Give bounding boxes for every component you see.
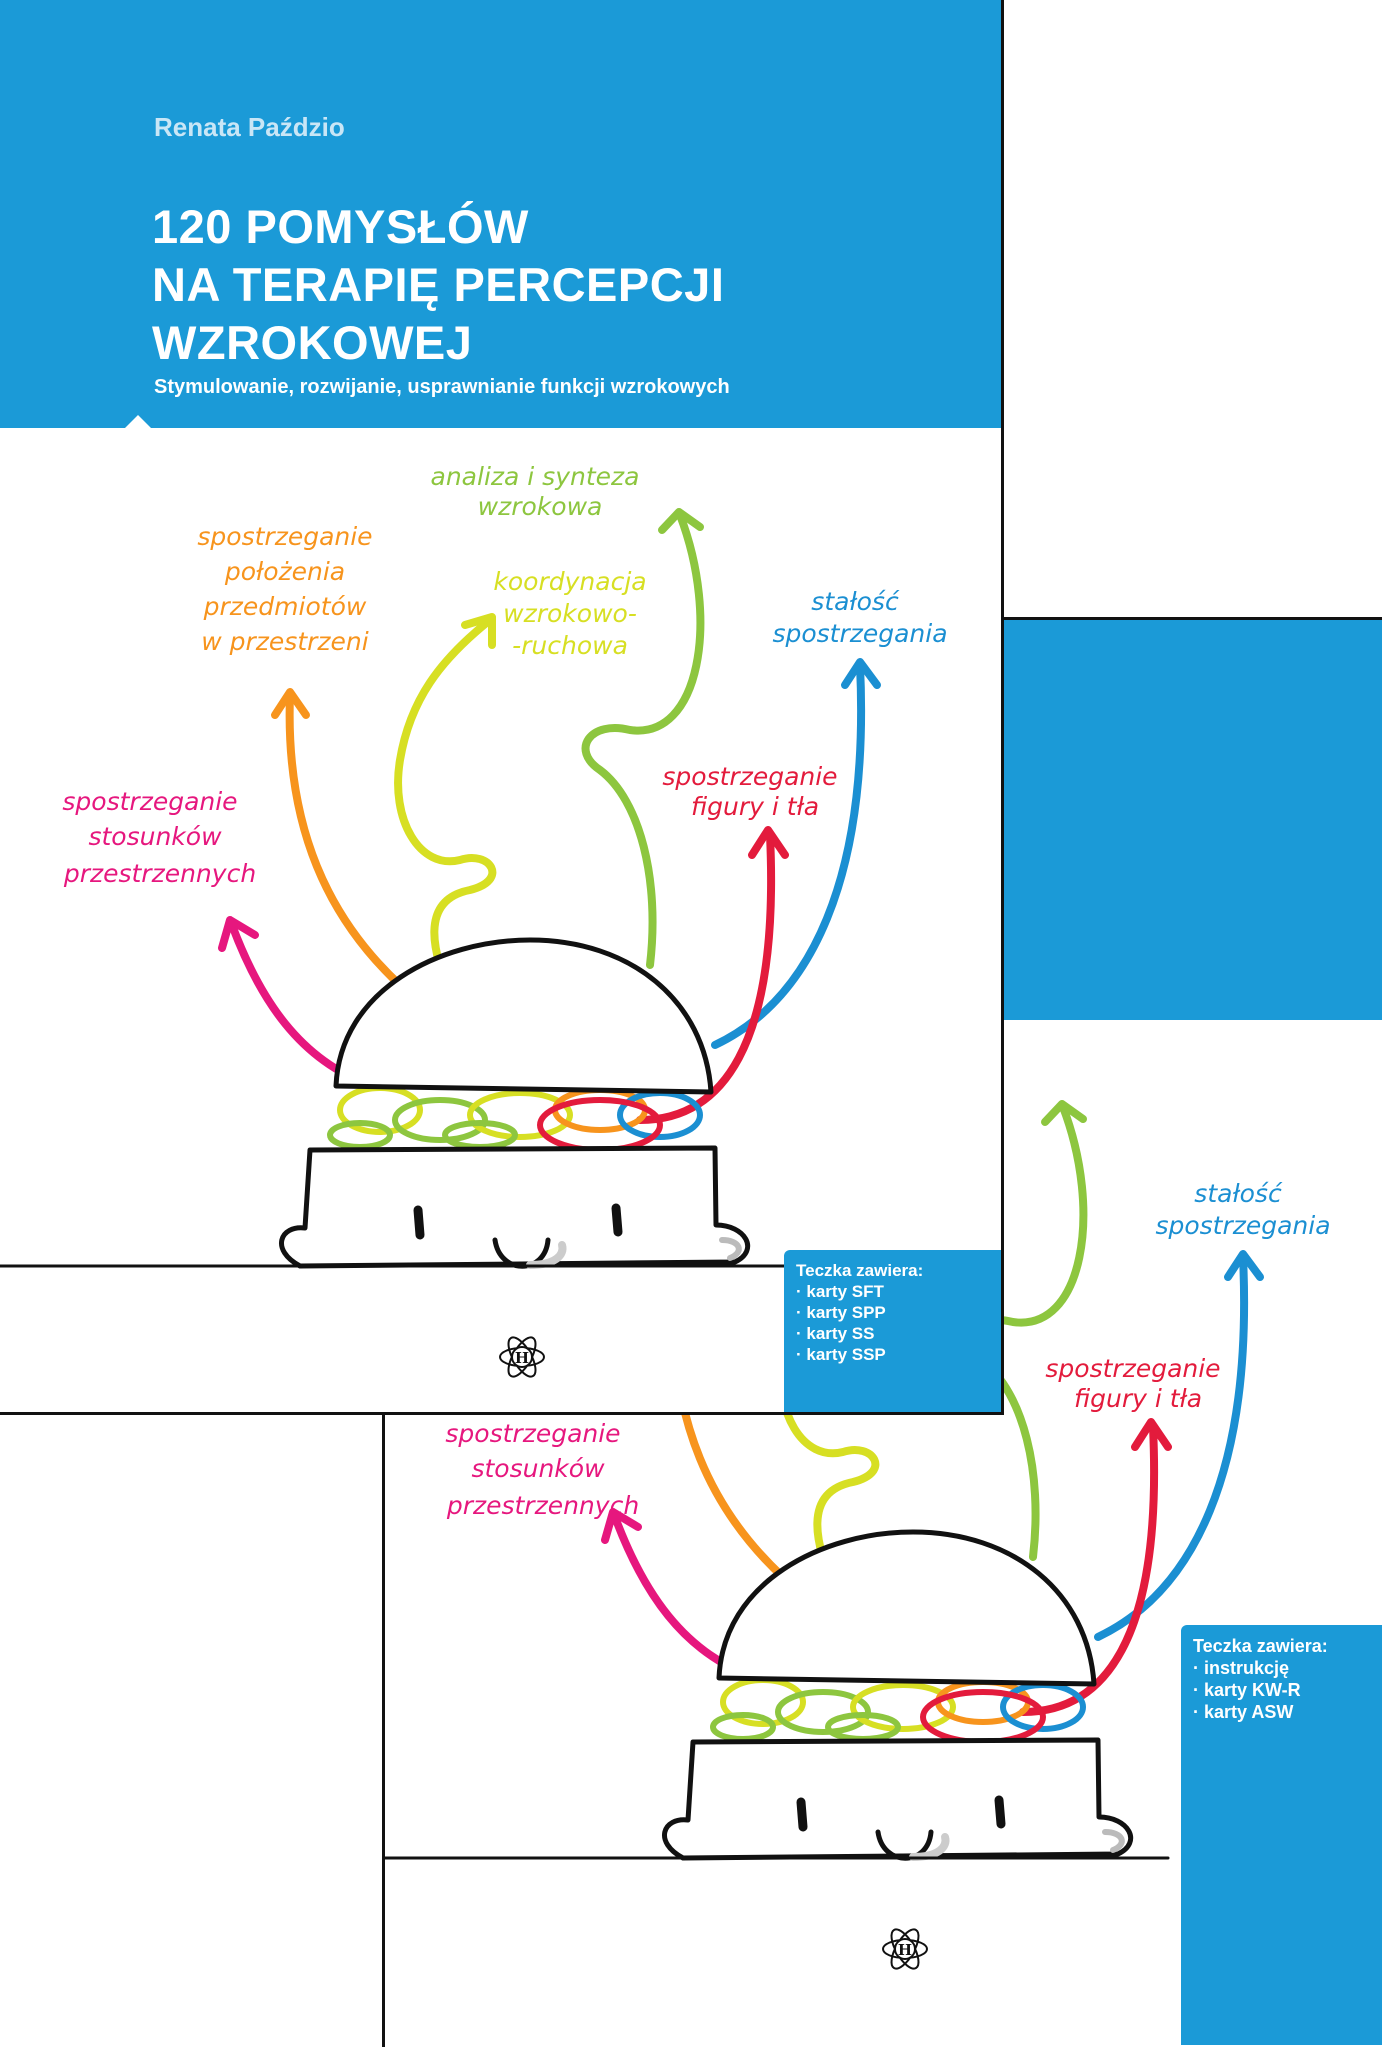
author-name: Renata Paździo — [154, 112, 345, 142]
publisher-logo — [882, 1928, 928, 1970]
contents-item: karty ASW — [1193, 1701, 1379, 1723]
logo-letter: H — [515, 1349, 529, 1367]
title-line: WZROKOWEJ — [152, 316, 473, 369]
head-dome — [716, 1529, 1097, 1687]
contents-item: karty SFT — [796, 1281, 990, 1302]
book-title: 120 POMYSŁÓW NA TERAPIĘ PERCEPCJI WZROKO… — [152, 198, 724, 372]
publisher-logo — [499, 1336, 545, 1378]
head-dome — [333, 937, 714, 1095]
cover-header: Renata Paździo 120 POMYSŁÓW NA TERAPIĘ P… — [0, 0, 1001, 429]
brain-scribble — [327, 1085, 703, 1153]
brain-scribble — [710, 1677, 1086, 1745]
front-folder-cover: Renata Paździo 120 POMYSŁÓW NA TERAPIĘ P… — [0, 0, 1004, 1415]
contents-heading: Teczka zawiera: — [796, 1261, 924, 1280]
contents-item: karty SPP — [796, 1302, 990, 1323]
head-box — [662, 1737, 1133, 1861]
left-eye — [796, 1797, 808, 1832]
yellow-arrow — [394, 616, 497, 1009]
head-box — [279, 1145, 750, 1269]
title-line: 120 POMYSŁÓW — [152, 200, 529, 253]
back-contents-box: Teczka zawiera:instrukcjękarty KW-Rkarty… — [1181, 1625, 1382, 2045]
contents-item: karty KW-R — [1193, 1679, 1379, 1701]
contents-item: karty SSP — [796, 1344, 990, 1365]
book-subtitle: Stymulowanie, rozwijanie, usprawnianie f… — [154, 376, 730, 398]
right-eye — [994, 1795, 1006, 1829]
green-arrow — [581, 511, 705, 969]
left-eye — [413, 1205, 425, 1240]
orange-arrow — [285, 691, 404, 989]
title-line: NA TERAPIĘ PERCEPCJI — [152, 258, 725, 311]
front-contents-box: Teczka zawiera:karty SFTkarty SPPkarty S… — [784, 1250, 1001, 1412]
contents-heading: Teczka zawiera: — [1193, 1636, 1328, 1656]
contents-item: karty SS — [796, 1323, 990, 1344]
header-notch — [124, 415, 152, 429]
contents-item: instrukcję — [1193, 1657, 1379, 1679]
red-arrow — [636, 831, 775, 1124]
red-arrow — [1019, 1423, 1158, 1716]
right-eye — [611, 1203, 623, 1237]
logo-letter: H — [898, 1941, 912, 1959]
